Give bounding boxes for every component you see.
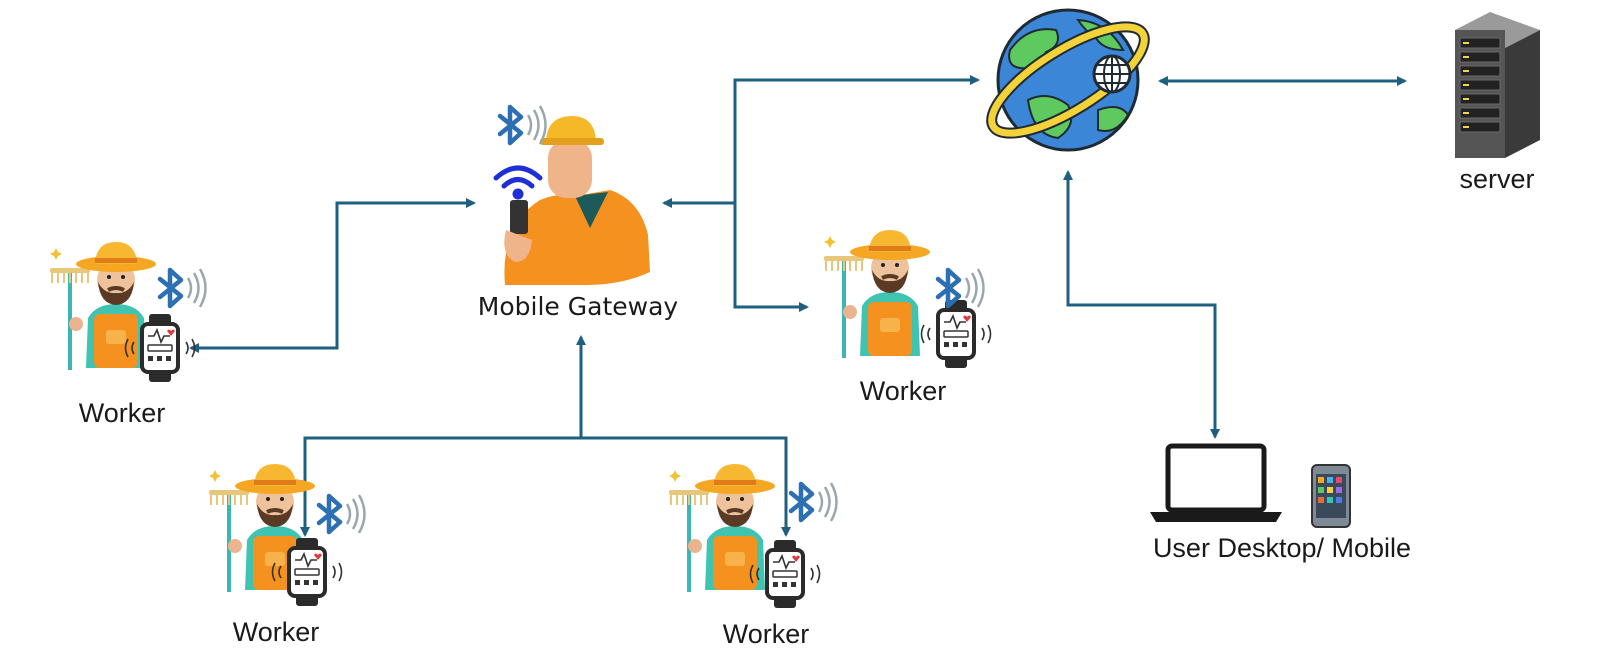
smartphone-icon bbox=[1311, 464, 1351, 528]
bluetooth-icon bbox=[500, 106, 546, 144]
server-rack-icon bbox=[1455, 12, 1540, 158]
mobile-gateway-label: Mobile Gateway bbox=[478, 292, 679, 321]
bluetooth-icon bbox=[319, 495, 365, 533]
arrow-gateway-worker-left bbox=[189, 198, 476, 353]
worker-icon bbox=[822, 228, 932, 360]
worker-bottom-right bbox=[667, 462, 837, 610]
arrow-to-globe bbox=[733, 75, 980, 203]
server-label: server bbox=[1459, 164, 1534, 194]
arrow-globe-user bbox=[1063, 170, 1220, 439]
arrow-to-worker-right bbox=[733, 203, 809, 312]
bluetooth-icon bbox=[160, 269, 206, 307]
worker-left bbox=[48, 240, 206, 384]
worker-bottom-right-label: Worker bbox=[723, 619, 810, 649]
wifi-icon bbox=[493, 165, 543, 200]
smartwatch-icon bbox=[919, 298, 993, 370]
worker-bottom-left bbox=[207, 462, 365, 608]
worker-right-label: Worker bbox=[860, 376, 947, 406]
laptop-icon bbox=[1150, 443, 1282, 522]
worker-right bbox=[822, 228, 993, 370]
worker-left-label: Worker bbox=[79, 398, 166, 428]
bluetooth-icon bbox=[791, 483, 837, 521]
globe-icon bbox=[977, 8, 1158, 152]
worker-icon bbox=[667, 462, 777, 594]
gateway-person-icon bbox=[493, 106, 650, 286]
user-devices-label: User Desktop/ Mobile bbox=[1153, 533, 1411, 563]
worker-bottom-left-label: Worker bbox=[233, 617, 320, 647]
